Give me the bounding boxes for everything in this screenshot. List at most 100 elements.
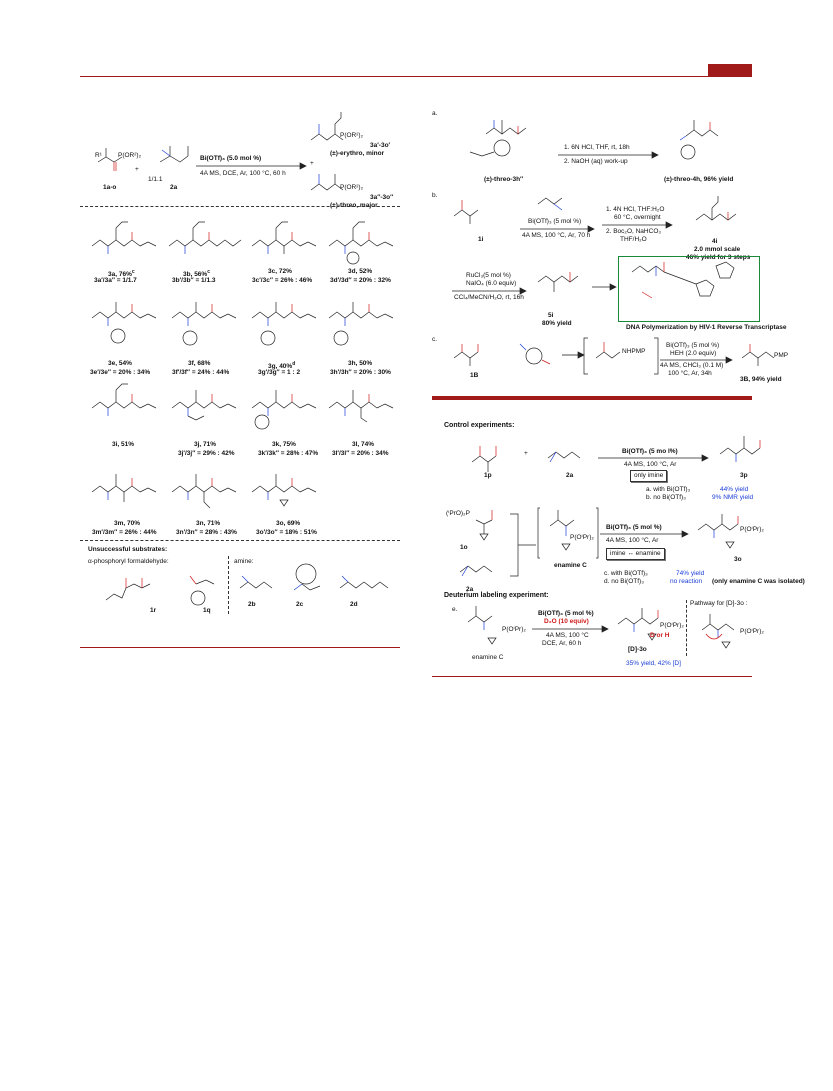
product-name: 3g, 40%d [268, 361, 296, 371]
control-box-imine-enamine: imine ↔ enamine [606, 548, 665, 560]
part-c-nhpmp: NHPMP [622, 348, 646, 355]
substrate-1o-structure [475, 510, 493, 541]
control-enamine-label: enamine C [554, 562, 587, 569]
control-plus: + [524, 450, 528, 457]
part-b-yield-note: 46% yield for 3 steps [686, 254, 751, 261]
product-structure [251, 221, 317, 254]
product-ratio: 3c′/3c″ = 26% : 46% [252, 277, 313, 284]
control-res-d-label: d. no Bi(OTf)₃ [604, 578, 644, 585]
part-b-ox2: NaIO₄ (6.0 equiv) [466, 280, 517, 287]
part-b-cond-c1: 1. 4N HCl, THF:H₂O [606, 206, 665, 213]
deuterium-substrate: enamine C [472, 654, 504, 661]
product-name: 3i, 51% [112, 441, 135, 448]
part-c-arrow-2 [660, 356, 733, 364]
reagent-1-label: 1a-o [103, 184, 117, 191]
part-c-product: 3B, 94% yield [740, 376, 782, 383]
scheme-divider-bottom [80, 540, 400, 541]
enamine-c-structure [537, 507, 599, 559]
control-cond2: 4A MS, 100 °C, Ar [624, 461, 677, 468]
product-footnote-mark: c [207, 269, 210, 275]
control-arrow-2 [600, 530, 689, 538]
substrate-1q-structure [189, 575, 215, 606]
product-name: 3k, 75% [272, 441, 296, 448]
product-major-frag: P(OR²)₂ [340, 184, 364, 191]
amine-label-2b: 2b [248, 601, 256, 608]
product-footnote-mark: d [292, 361, 296, 367]
product-structure [171, 390, 237, 421]
control-amine-2a [547, 451, 581, 463]
deuterium-product-structure [617, 608, 659, 641]
control-res-a-value: 44% yield [720, 486, 749, 493]
product-ratio: 3n′/3n″ = 28% : 43% [176, 529, 237, 536]
product-ratio: 3l′/3l″ = 20% : 34% [332, 450, 389, 457]
product-footnote-mark: c [131, 269, 135, 275]
product-structure [328, 390, 394, 423]
product-major-structure [310, 174, 344, 191]
product-name: 3c, 72% [268, 268, 292, 275]
part-b-cond-c4: THF/H₂O [620, 236, 647, 243]
part-c-pmp: PMP [774, 352, 789, 359]
nucleotide-caption: DNA Polymerization by HIV-1 Reverse Tran… [626, 324, 787, 331]
control-res-b-value: 9% NMR yield [712, 494, 754, 501]
deuterium-enamine-frag: P(OⁱPr)₂ [502, 626, 526, 633]
control-cond1: Bi(OTf)₃ (5 mo l%) [622, 448, 678, 455]
deuterium-pathway: Pathway for [D]-3o : [690, 600, 748, 607]
control-prod2: 3o [734, 556, 742, 563]
product-name: 3o, 69% [276, 520, 301, 527]
control-sub2: 2a [566, 472, 574, 479]
part-b-cond-a: Bi(OTf)₃ (5 mol %) [528, 218, 582, 225]
reaction-conditions-1: Bi(OTf)₃ (5.0 mol %) [200, 155, 262, 162]
product-minor-label: 3a′-3o′ [370, 142, 391, 149]
part-a-cond1: 1. 6N HCl, THF, rt, 18h [564, 144, 630, 151]
reaction-arrow [196, 162, 307, 170]
product-5i-structure [537, 272, 579, 292]
aldehyde-frag-p: P(OR²)₂ [118, 152, 142, 159]
control-res-c-value: 74% yield [676, 570, 705, 577]
product-ratio: 3d′/3d″ = 20% : 32% [330, 277, 391, 284]
part-a-substrate: (±)-threo-3h″ [484, 176, 524, 183]
header-accent-block [708, 64, 752, 76]
control-arrow-1 [598, 454, 709, 462]
right-panel-bottom-rule [432, 676, 752, 677]
deuterium-enamine-structure [467, 606, 497, 645]
plus-sign: + [135, 166, 139, 173]
product-minor-desc: (±)-erythro, minor [330, 150, 385, 157]
part-b-ox3: CCl₄/MeCN/H₂O, rt, 16h [454, 294, 524, 301]
nucleotide-structure [631, 261, 735, 299]
product-ratio: 3a′/3a″ = 1/1.7 [94, 277, 137, 284]
deuterium-cond1: Bi(OTf)₃ (5 mol %) [538, 610, 594, 617]
part-b-arrow-4 [592, 283, 617, 291]
part-b-product-4i: 4i [712, 238, 718, 245]
product-name: 3d, 52% [348, 268, 373, 275]
deuterium-title: Deuterium labeling experiment: [444, 592, 549, 599]
part-b-amine [537, 197, 563, 211]
part-a-cond2: 2. NaOH (aq) work-up [564, 158, 628, 165]
deuterium-d-or-h: D or H [650, 632, 670, 639]
product-major-desc: (±)-threo, major [330, 202, 378, 209]
part-b-cond-c2: 60 °C, overnight [614, 214, 661, 221]
part-b-letter: b. [432, 192, 438, 199]
product-structure [171, 302, 237, 346]
product-major-label: 3a″-3o″ [370, 194, 394, 201]
part-b-arrow-2 [602, 221, 673, 229]
control-res-c-label: c. with Bi(OTf)₃ [604, 570, 648, 577]
product-structure [91, 302, 157, 344]
control-res-a-label: a. with Bi(OTf)₃ [646, 486, 691, 493]
part-b-arrow-3 [452, 287, 527, 295]
part-b-arrow-1 [520, 225, 595, 233]
product-name: 3e, 54% [108, 360, 132, 367]
product-structure [251, 302, 317, 346]
left-panel-bottom-rule [80, 647, 400, 648]
substrate-1i-structure [453, 200, 479, 224]
deuterium-pathway-structure [701, 614, 735, 649]
product-minor-frag: P(OR²)₂ [340, 132, 364, 139]
part-b-cond-b: 4A MS, 100 °C, Ar, 70 h [522, 232, 591, 239]
product-name: 3j, 71% [194, 441, 217, 448]
deuterium-product: [D]-3o [628, 646, 647, 653]
product-structure [168, 221, 242, 254]
nucleotide-box [618, 256, 760, 322]
control-sub1: 1p [484, 472, 492, 479]
product-plus-sign: + [310, 160, 314, 167]
product-minor-structure [310, 112, 344, 141]
product-ratio: 3f′/3f″ = 24% : 44% [172, 369, 230, 376]
